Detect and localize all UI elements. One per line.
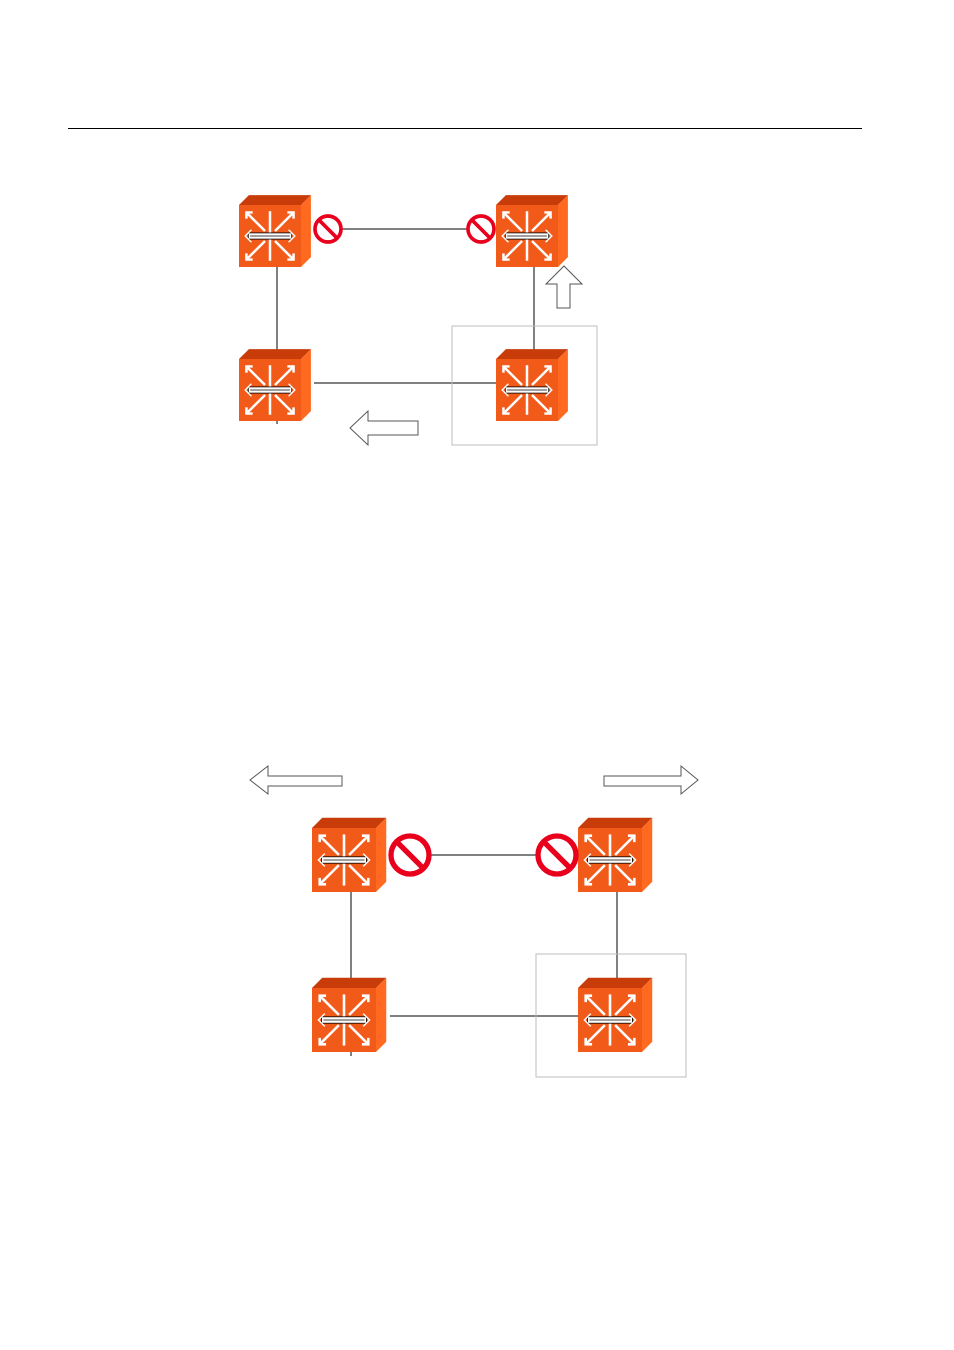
hollow-arrow-left-icon-1: [350, 411, 418, 445]
switch-top-left-2: [312, 818, 386, 892]
blocked-port-icon-2b: [538, 836, 576, 874]
switch-top-right-1: [496, 195, 568, 267]
switch-top-left-1: [239, 195, 311, 267]
hollow-arrow-left-icon-2: [250, 766, 342, 794]
blocked-port-icon-2a: [391, 836, 429, 874]
switch-bottom-left-1: [239, 349, 311, 421]
switch-top-right-2: [578, 818, 652, 892]
hollow-arrow-right-icon-2: [604, 766, 698, 794]
hollow-arrow-up-icon-1: [546, 266, 582, 308]
switch-bottom-left-2: [312, 978, 386, 1052]
blocked-port-icon-1a: [315, 216, 341, 242]
switch-bottom-right-1: [496, 349, 568, 421]
switch-bottom-right-2: [578, 978, 652, 1052]
blocked-port-icon-1b: [468, 216, 494, 242]
